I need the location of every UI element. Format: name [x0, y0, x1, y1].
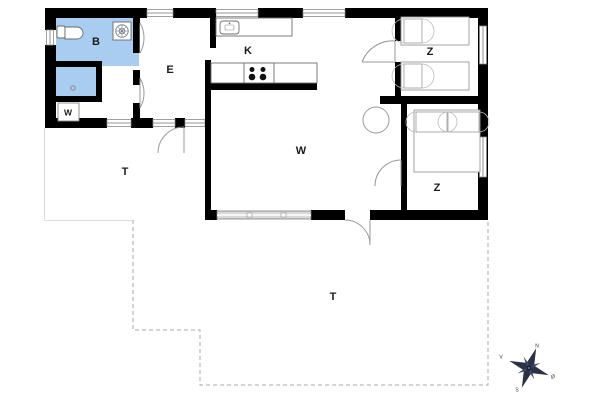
room-label-bath: B — [92, 36, 100, 48]
window-top-1 — [146, 9, 174, 17]
window-left-bathroom — [46, 29, 54, 46]
room-label-living: W — [296, 145, 307, 157]
room-label-terrace-main: T — [330, 291, 337, 303]
room-label-kitchen: K — [244, 45, 252, 57]
single-bed-1-icon — [391, 16, 470, 46]
door-bedroom-twin[interactable] — [361, 40, 396, 63]
door-living-terrace[interactable] — [344, 219, 371, 246]
window-bottom-left-1 — [106, 119, 132, 127]
compass-label-north: N — [535, 343, 539, 349]
room-label-bedroom-double: Z — [434, 182, 441, 194]
terrace-main-outline — [132, 220, 489, 386]
window-right-2 — [479, 136, 487, 178]
compass-label-west: V — [499, 354, 503, 360]
interior-walls — [56, 8, 488, 220]
windows — [46, 9, 487, 220]
door-bedroom-double[interactable] — [374, 159, 402, 187]
washing-machine-icon — [57, 102, 80, 122]
shower-drain-icon — [112, 21, 132, 41]
window-bottom-left-2 — [152, 119, 176, 127]
window-top-2 — [215, 9, 259, 17]
round-table-icon — [362, 106, 390, 134]
door-bathroom[interactable] — [139, 22, 156, 54]
room-label-utility: W — [64, 107, 73, 117]
door-front-entrance[interactable] — [157, 126, 185, 154]
doors — [139, 22, 402, 246]
window-top-3 — [302, 9, 346, 17]
window-bottom-left-3 — [184, 119, 206, 127]
door-hall[interactable] — [139, 77, 145, 109]
compass-label-south: S — [515, 387, 519, 393]
compass-rose: N Ø S V — [499, 343, 555, 393]
kitchen-counter-sink — [215, 17, 293, 37]
window-right-1 — [479, 25, 487, 65]
single-bed-2-icon — [391, 61, 470, 91]
room-labels: B E K W Z Z W T T — [64, 36, 441, 303]
room-label-entry: E — [166, 64, 173, 76]
room-label-terrace-left: T — [122, 166, 129, 178]
sliding-patio-door[interactable] — [216, 210, 312, 220]
exterior-walls — [45, 8, 488, 220]
kitchen-counter-stove — [210, 62, 318, 84]
compass-label-east: Ø — [551, 374, 555, 380]
floor-drain-icon — [70, 85, 76, 91]
room-label-bedroom-twin: Z — [427, 46, 434, 58]
toilet-icon — [56, 25, 84, 40]
double-bed-icon — [405, 109, 490, 173]
